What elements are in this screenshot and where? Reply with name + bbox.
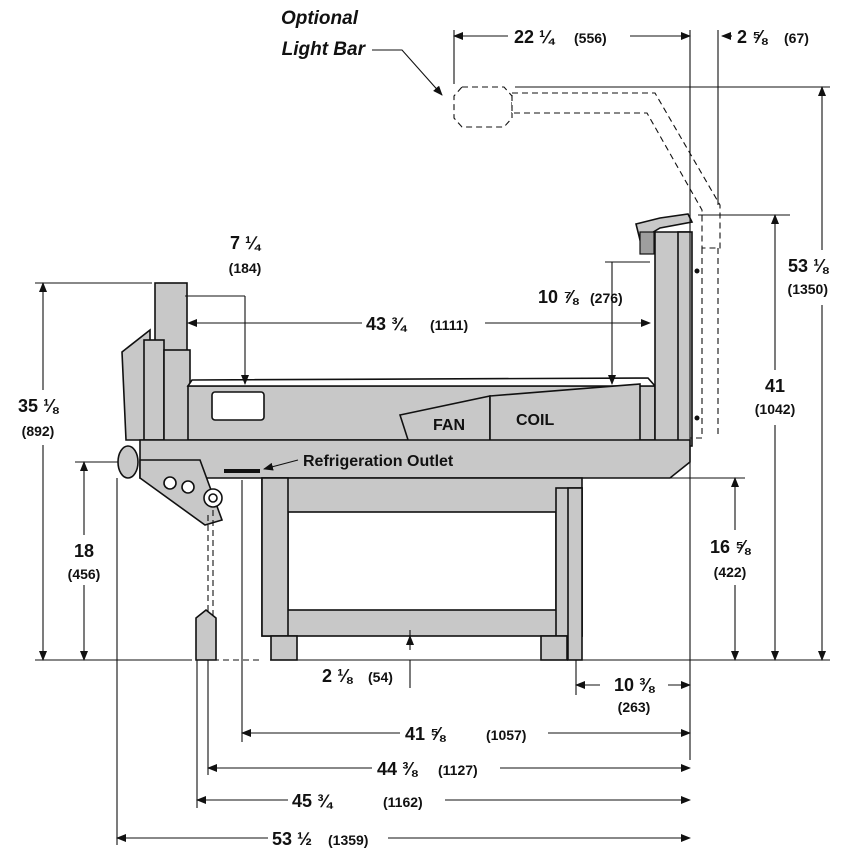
light-bar-label-line1: Optional xyxy=(281,8,359,29)
dim-45-3-4: 45 ¾ xyxy=(292,791,334,811)
dim-35-1-8: 35 ⅛ xyxy=(18,396,59,416)
stand-opening xyxy=(287,511,557,611)
dim-43-3-4: 43 ¾ xyxy=(366,314,408,334)
light-bar-label-line2: Light Bar xyxy=(282,39,367,60)
dim-41-mm: (1042) xyxy=(755,401,795,417)
dim-16-5-8-mm: (422) xyxy=(714,564,747,580)
dim-41-5-8-mm: (1057) xyxy=(486,727,526,743)
dim-2-1-8: 2 ⅛ xyxy=(322,666,353,686)
left-cutout xyxy=(211,391,265,421)
coil-label: COIL xyxy=(516,412,554,429)
dim-2-5-8-mm: (67) xyxy=(784,30,809,46)
left-foot xyxy=(270,635,298,661)
refrigeration-outlet-marker xyxy=(224,469,260,473)
dim-10-3-8-mm: (263) xyxy=(618,699,651,715)
dim-7-1-4-mm: (184) xyxy=(229,260,262,276)
dim-7-1-4: 7 ¼ xyxy=(230,233,262,253)
dimension-arrows xyxy=(39,32,826,842)
dim-53-1-2: 53 ½ xyxy=(272,829,312,849)
dim-2-1-8-mm: (54) xyxy=(368,669,393,685)
dim-18-mm: (456) xyxy=(68,566,101,582)
dim-53-1-2-mm: (1359) xyxy=(328,832,368,848)
refrigeration-outlet-label: Refrigeration Outlet xyxy=(303,453,454,470)
dim-44-3-8: 44 ⅜ xyxy=(377,759,418,779)
case-body xyxy=(117,213,700,661)
dim-10-3-8: 10 ⅜ xyxy=(614,675,655,695)
extension-lines xyxy=(35,30,830,845)
bumper xyxy=(117,445,139,479)
dim-53-1-8-mm: (1350) xyxy=(788,281,828,297)
dim-35-1-8-mm: (892) xyxy=(22,423,55,439)
dim-45-3-4-mm: (1162) xyxy=(383,794,423,810)
dim-22-1-4-mm: (556) xyxy=(574,30,607,46)
dim-18: 18 xyxy=(74,541,94,561)
dim-16-5-8: 16 ⅝ xyxy=(710,537,751,557)
dim-2-5-8: 2 ⅝ xyxy=(737,27,768,47)
light-bar xyxy=(453,86,721,439)
dim-43-3-4-mm: (1111) xyxy=(430,317,468,333)
text-labels: Optional Light Bar Refrigeration Outlet … xyxy=(18,8,829,849)
dim-10-7-8: 10 ⅞ xyxy=(538,287,579,307)
fan-label: FAN xyxy=(433,417,465,434)
dim-53-1-8: 53 ⅛ xyxy=(788,256,829,276)
right-foot xyxy=(540,635,568,661)
dim-22-1-4: 22 ¼ xyxy=(514,27,556,47)
dim-44-3-8-mm: (1127) xyxy=(438,762,478,778)
dim-41-5-8: 41 ⅝ xyxy=(405,724,446,744)
dim-10-7-8-mm: (276) xyxy=(590,290,623,306)
dim-41: 41 xyxy=(765,376,785,396)
